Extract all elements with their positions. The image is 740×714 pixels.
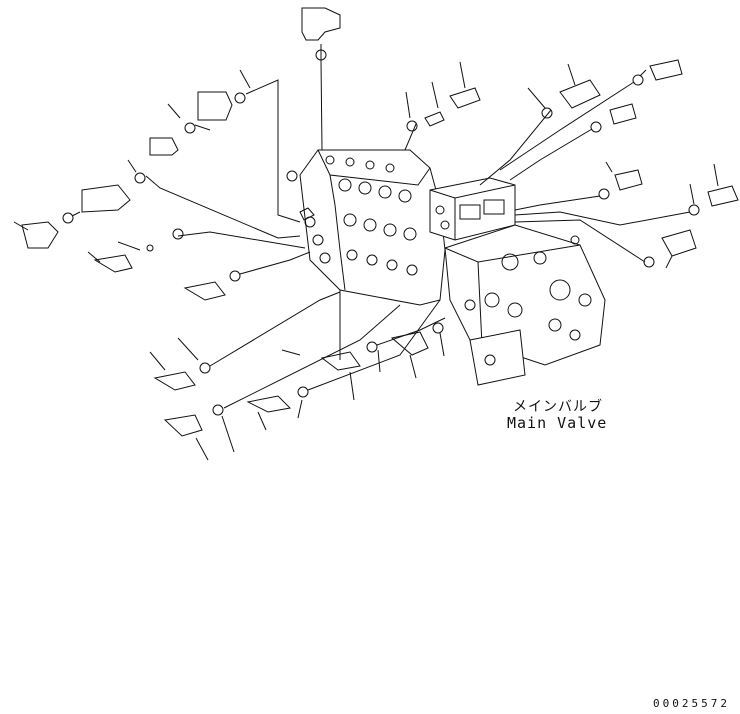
leader-lines [13, 44, 719, 461]
drawing-code: 00025572 [653, 697, 730, 710]
valve-body-right [444, 224, 606, 386]
solenoid-block [429, 177, 516, 241]
fittings [21, 7, 739, 437]
part-name-jp: メインバルブ [513, 399, 603, 415]
valve-body-left [286, 149, 446, 306]
part-name-en: Main Valve [507, 414, 608, 432]
